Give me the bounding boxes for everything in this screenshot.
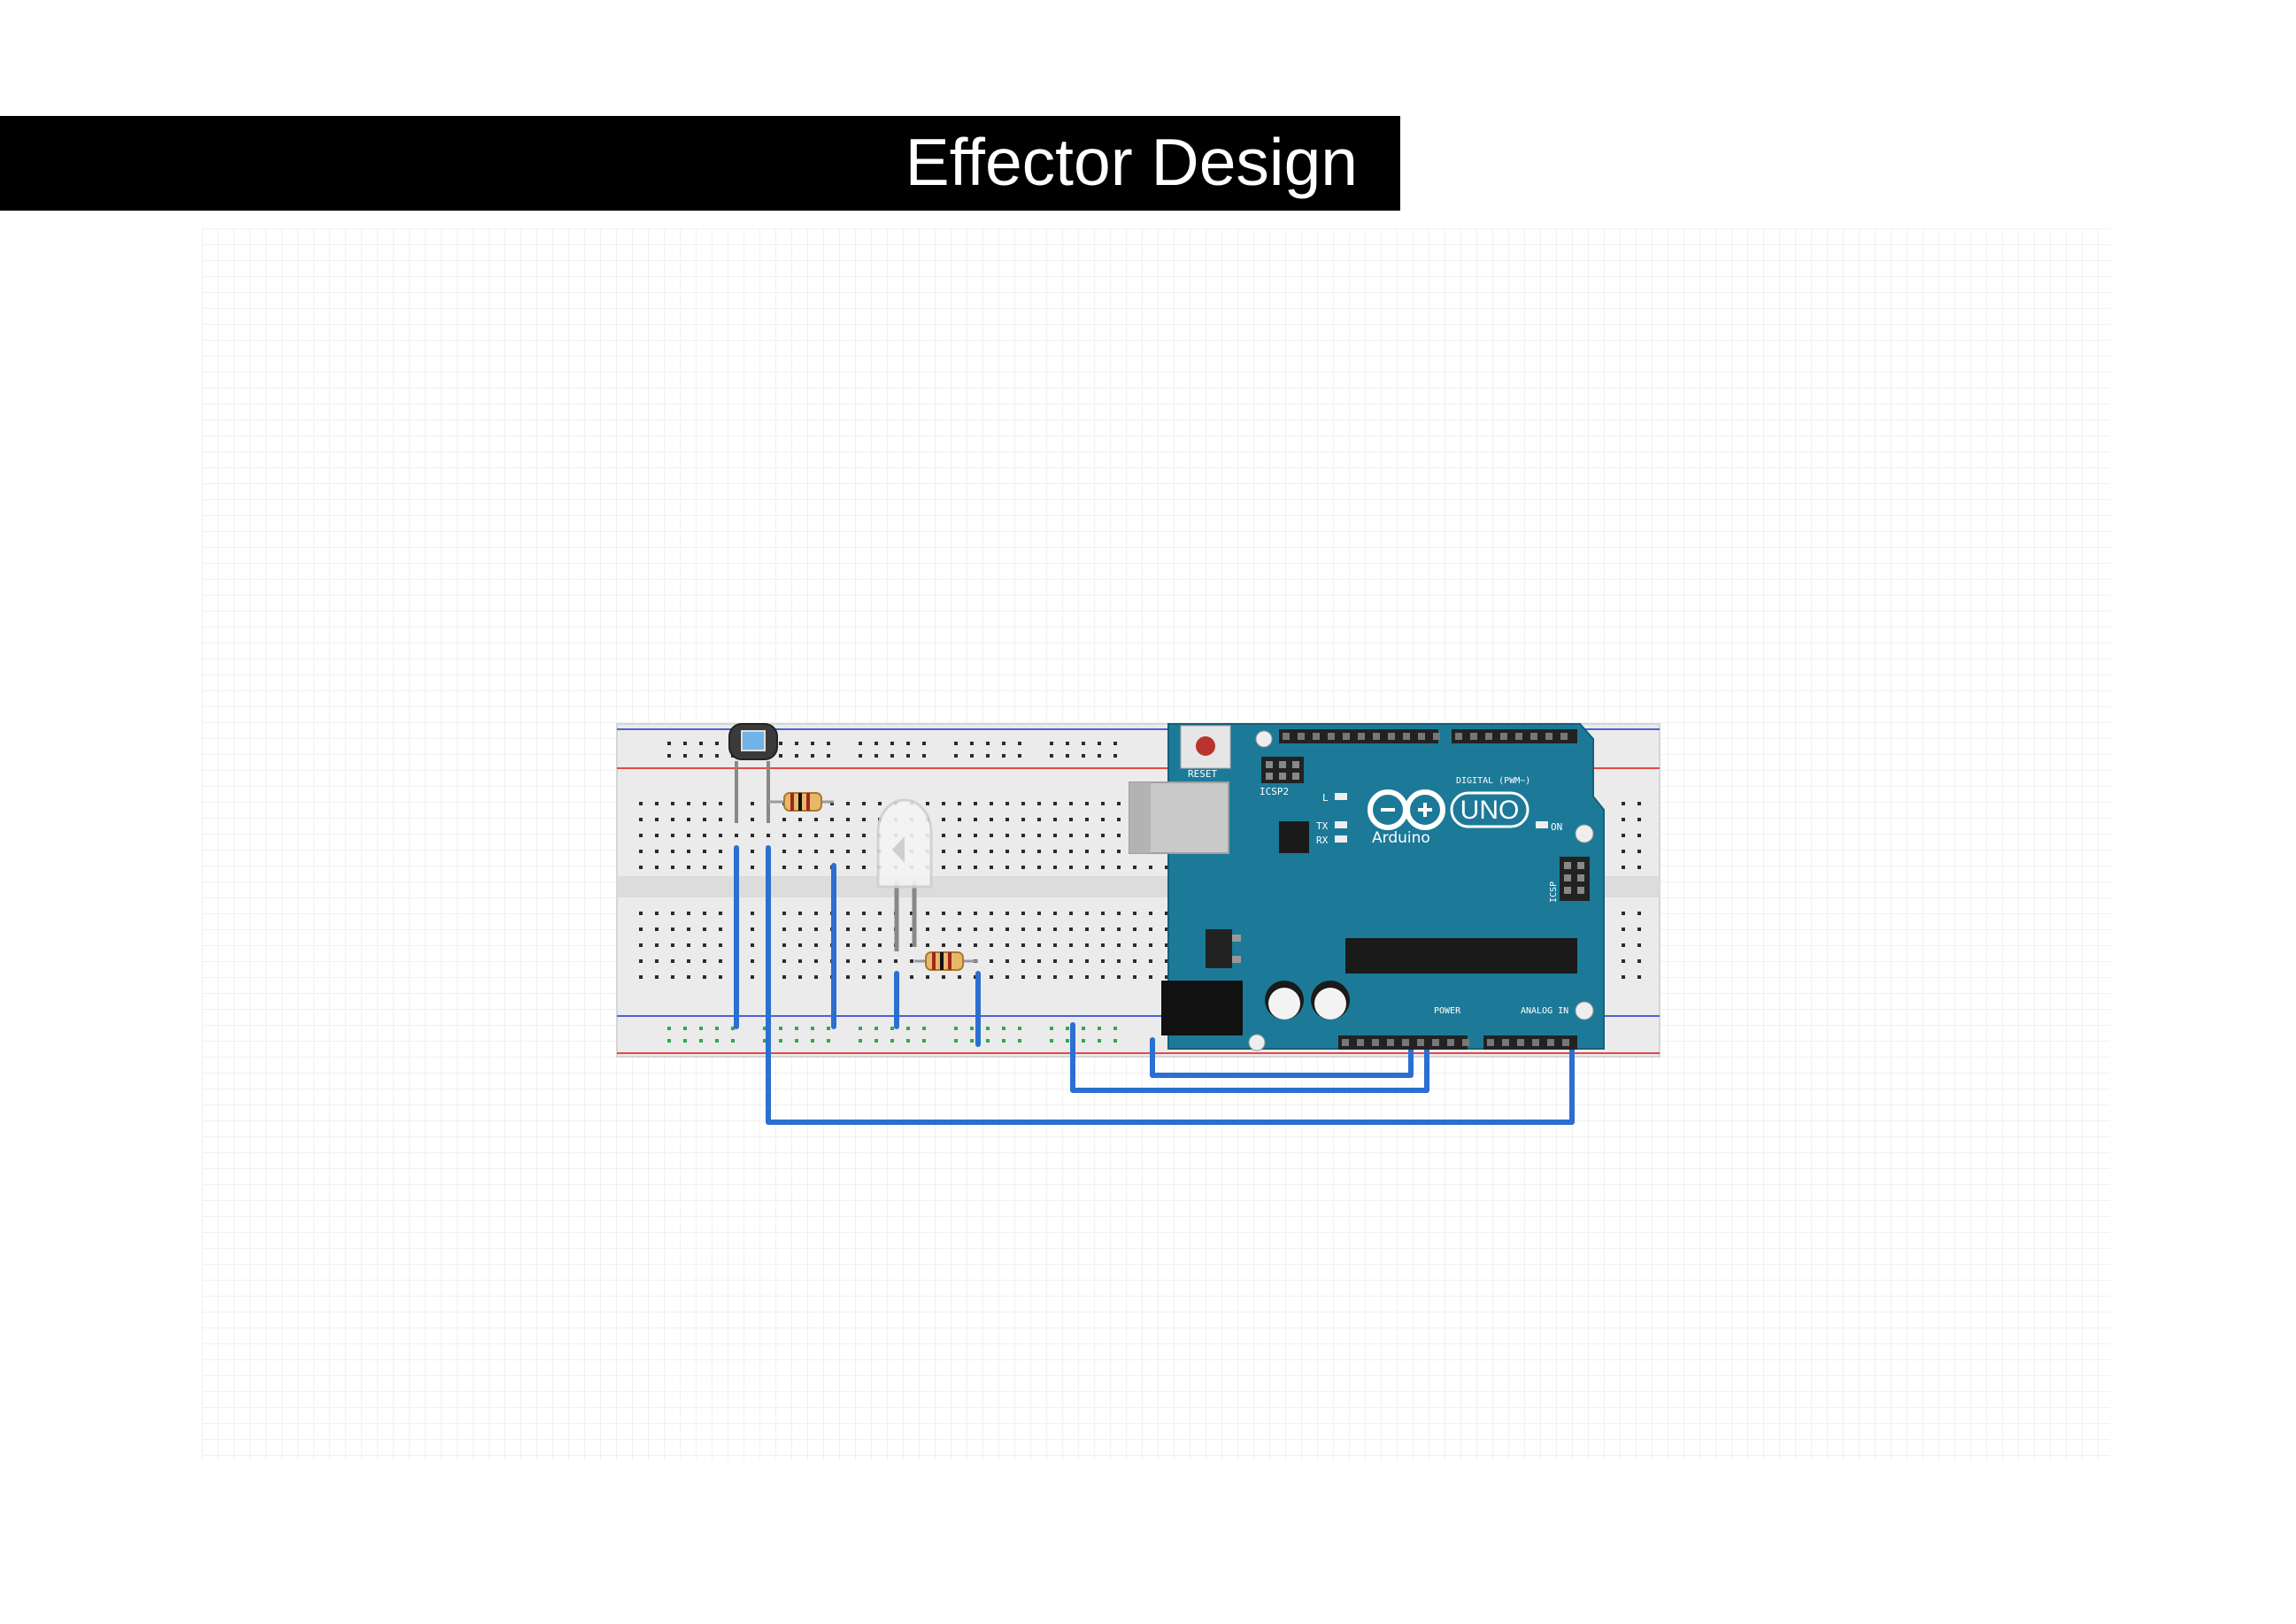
reset-label: RESET [1188,768,1217,780]
arduino-brand-text: Arduino [1372,829,1430,847]
resistor-bottom [914,951,978,971]
power-label: POWER [1434,1006,1461,1016]
wire-rail-to-gnd [1150,1037,1414,1078]
uno-logo-text: UNO [1460,796,1520,825]
icsp2-label: ICSP2 [1260,786,1289,797]
wire-sensor-to-analog [766,845,1575,1125]
digital-label: DIGITAL (PWM~) [1456,776,1530,786]
tx-label: TX [1316,820,1329,832]
led [876,798,933,951]
diagram-canvas [202,228,2110,1460]
wires [734,845,1575,1125]
icsp-label: ICSP [1549,881,1559,903]
on-label: ON [1551,821,1562,833]
analog-label: ANALOG IN [1521,1006,1568,1016]
icsp-header [1560,857,1590,901]
usb-chip [1279,821,1309,853]
page-title: Effector Design [905,125,1358,199]
arduino-logo-icon [1368,789,1445,830]
reset-button-cap [1196,736,1215,756]
light-sensor [728,723,778,823]
icsp2-header [1261,757,1304,783]
rx-label: RX [1316,835,1329,846]
capacitors [1265,981,1350,1020]
microcontroller-chip [1345,938,1577,974]
power-jack [1161,981,1243,1035]
wire-rail-to-5v [1070,1022,1429,1093]
title-bar: Effector Design [0,116,1400,211]
resistor-top [768,792,834,812]
voltage-regulator [1206,929,1232,968]
arduino-uno-board: RESET ICSP2 DIGITAL (PWM~) L TX RX ON [1129,723,1605,1051]
led-l-label: L [1322,792,1329,804]
